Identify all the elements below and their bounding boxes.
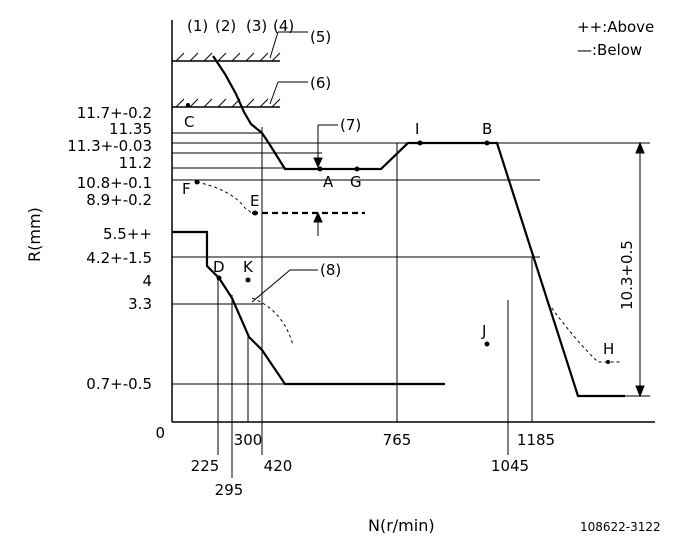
callout-8: (8) — [320, 261, 341, 279]
y-axis-title: R(mm) — [25, 207, 44, 262]
idle-curve — [172, 230, 445, 386]
callout-2: (2) — [215, 17, 236, 35]
point-k-marker — [245, 277, 251, 283]
callout-leaders — [251, 31, 318, 303]
x-label-420: 420 — [264, 457, 293, 475]
point-h-label: H — [603, 340, 614, 358]
point-k-label: K — [243, 258, 254, 276]
point-j-label: J — [481, 322, 486, 340]
full-load-curve — [212, 55, 625, 398]
point-markers — [186, 103, 610, 364]
y-label-3-3: 3.3 — [128, 295, 152, 313]
point-a-marker — [317, 166, 323, 172]
y-label-11-3: 11.3+-0.03 — [67, 137, 152, 155]
drawing-code: 108622-3122 — [580, 520, 661, 534]
callout-1: (1) — [187, 17, 208, 35]
callout-5: (5) — [310, 28, 331, 46]
callout-3: (3) — [246, 17, 267, 35]
x-label-765: 765 — [383, 431, 412, 449]
x-label-1045: 1045 — [491, 457, 529, 475]
y-label-0: 0 — [155, 424, 165, 442]
point-e-marker — [252, 210, 258, 216]
dashed-curve-lower — [251, 297, 294, 346]
stopper-6 — [172, 98, 281, 108]
y-label-11-2: 11.2 — [119, 154, 152, 172]
legend-above: ++:Above — [577, 18, 654, 36]
point-a-label: A — [323, 173, 334, 191]
point-h-marker — [606, 360, 610, 364]
x-label-225: 225 — [191, 457, 220, 475]
point-j-marker — [484, 341, 490, 347]
point-g-marker — [354, 166, 360, 172]
x-axis-title: N(r/min) — [368, 516, 435, 535]
arrow-7 — [313, 124, 338, 236]
legend-below: —:Below — [577, 41, 642, 59]
callout-4: (4) — [273, 17, 294, 35]
point-c-marker — [186, 103, 190, 107]
point-f-label: F — [182, 180, 191, 198]
point-f-marker — [194, 179, 200, 185]
point-c-label: C — [184, 113, 194, 131]
point-i-label: I — [415, 120, 419, 138]
y-label-11-7: 11.7+-0.2 — [77, 104, 152, 122]
y-label-0-7: 0.7+-0.5 — [86, 375, 152, 393]
stopper-5 — [172, 52, 281, 62]
dimension-arrow — [635, 141, 645, 398]
x-label-1185: 1185 — [517, 431, 555, 449]
point-d-marker — [216, 275, 222, 281]
point-i-marker — [417, 140, 423, 146]
x-label-295: 295 — [215, 481, 244, 499]
y-label-4: 4 — [142, 272, 152, 290]
point-b-marker — [484, 140, 490, 146]
callout-6: (6) — [310, 74, 331, 92]
point-e-label: E — [250, 192, 259, 210]
vertical-reference-lines — [217, 127, 533, 478]
y-label-4-2: 4.2+-1.5 — [86, 249, 152, 267]
y-label-5-5: 5.5++ — [103, 225, 152, 243]
dimension-label: 10.3+0.5 — [618, 240, 636, 310]
y-label-8-9: 8.9+-0.2 — [86, 191, 152, 209]
callout-7: (7) — [340, 116, 361, 134]
point-d-label: D — [213, 258, 225, 276]
dashed-curve-upper — [196, 181, 253, 214]
y-label-10-8: 10.8+-0.1 — [77, 174, 152, 192]
x-label-300: 300 — [234, 431, 263, 449]
point-g-label: G — [350, 173, 362, 191]
y-label-11-35: 11.35 — [109, 120, 152, 138]
point-b-label: B — [482, 120, 492, 138]
